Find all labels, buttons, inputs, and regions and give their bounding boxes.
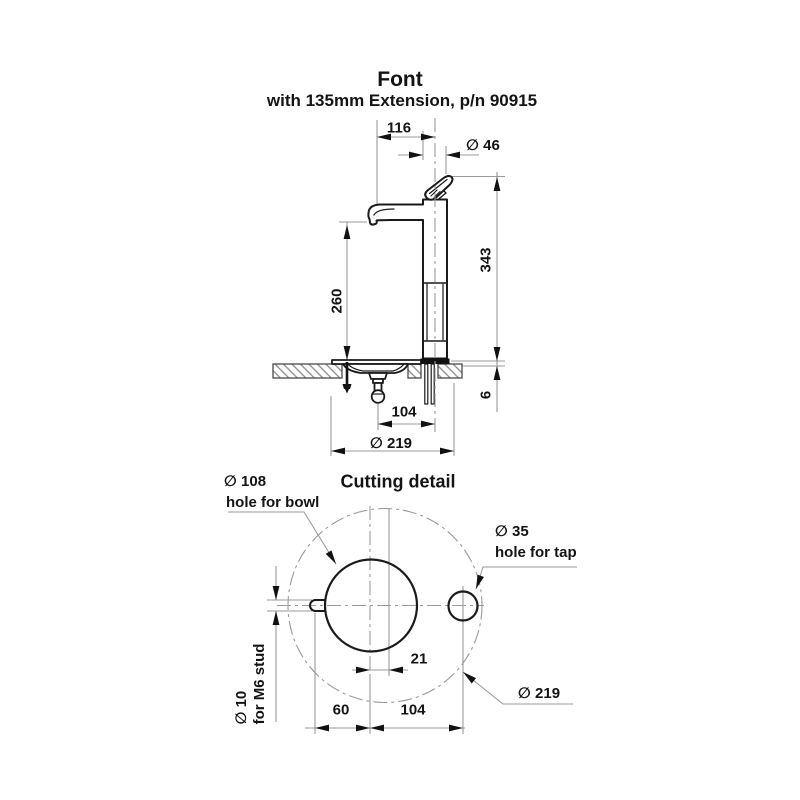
dim-base-height: 6 xyxy=(477,390,495,400)
dim-flange-diameter: ∅ 219 xyxy=(369,435,413,452)
drain-fitting xyxy=(368,372,388,404)
bowl-hole-leader xyxy=(228,511,337,565)
spout xyxy=(367,203,424,226)
spout-mask xyxy=(368,204,425,220)
page-subtitle: with 135mm Extension, p/n 90915 xyxy=(266,91,538,110)
dimension-arrows xyxy=(272,133,501,732)
bowl-section xyxy=(331,359,435,405)
dim-spout-height: 260 xyxy=(328,288,346,314)
dim-drain-to-tap-spacing: 104 xyxy=(391,403,417,421)
center-lines xyxy=(277,118,484,704)
dim-spout-offset: 116 xyxy=(386,119,412,137)
cutout-leader xyxy=(462,671,573,705)
counter-section xyxy=(272,363,463,379)
bowl-hole-circle xyxy=(323,558,419,653)
dim-overall-height: 343 xyxy=(477,247,495,273)
m6-screw xyxy=(342,362,352,394)
page-title: Font xyxy=(377,68,423,91)
dim-body-diameter: ∅ 46 xyxy=(466,137,500,154)
stud-hole-label-block: ∅ 10 for M6 stud xyxy=(233,644,269,725)
cutout-circle xyxy=(287,507,483,704)
cutting-detail-heading: Cutting detail xyxy=(340,471,456,492)
tap-hole-leader xyxy=(475,566,577,590)
fixing-studs xyxy=(424,363,435,405)
cutout-diameter: ∅ 219 xyxy=(518,685,561,702)
bowl-hole-diameter: ∅ 108 xyxy=(224,473,267,490)
tap-hole-label: hole for tap xyxy=(495,544,577,561)
bowl-hole-label: hole for bowl xyxy=(226,494,320,511)
leader-lines xyxy=(228,511,577,705)
dim-tap-hole-offset: 104 xyxy=(400,701,426,719)
stud-notch xyxy=(309,599,326,612)
cutting-detail-holes xyxy=(309,558,479,653)
tap-hole-diameter: ∅ 35 xyxy=(495,523,529,540)
stud-hole-diameter: ∅ 10 xyxy=(233,690,250,725)
stud-hole-label: for M6 stud xyxy=(251,643,268,725)
tap-outline xyxy=(367,175,454,364)
dim-stud-offset: 60 xyxy=(332,701,350,719)
handle-lever xyxy=(424,175,454,201)
dim-bowl-center-offset: 21 xyxy=(410,650,428,668)
tap-hole-circle xyxy=(447,590,479,622)
